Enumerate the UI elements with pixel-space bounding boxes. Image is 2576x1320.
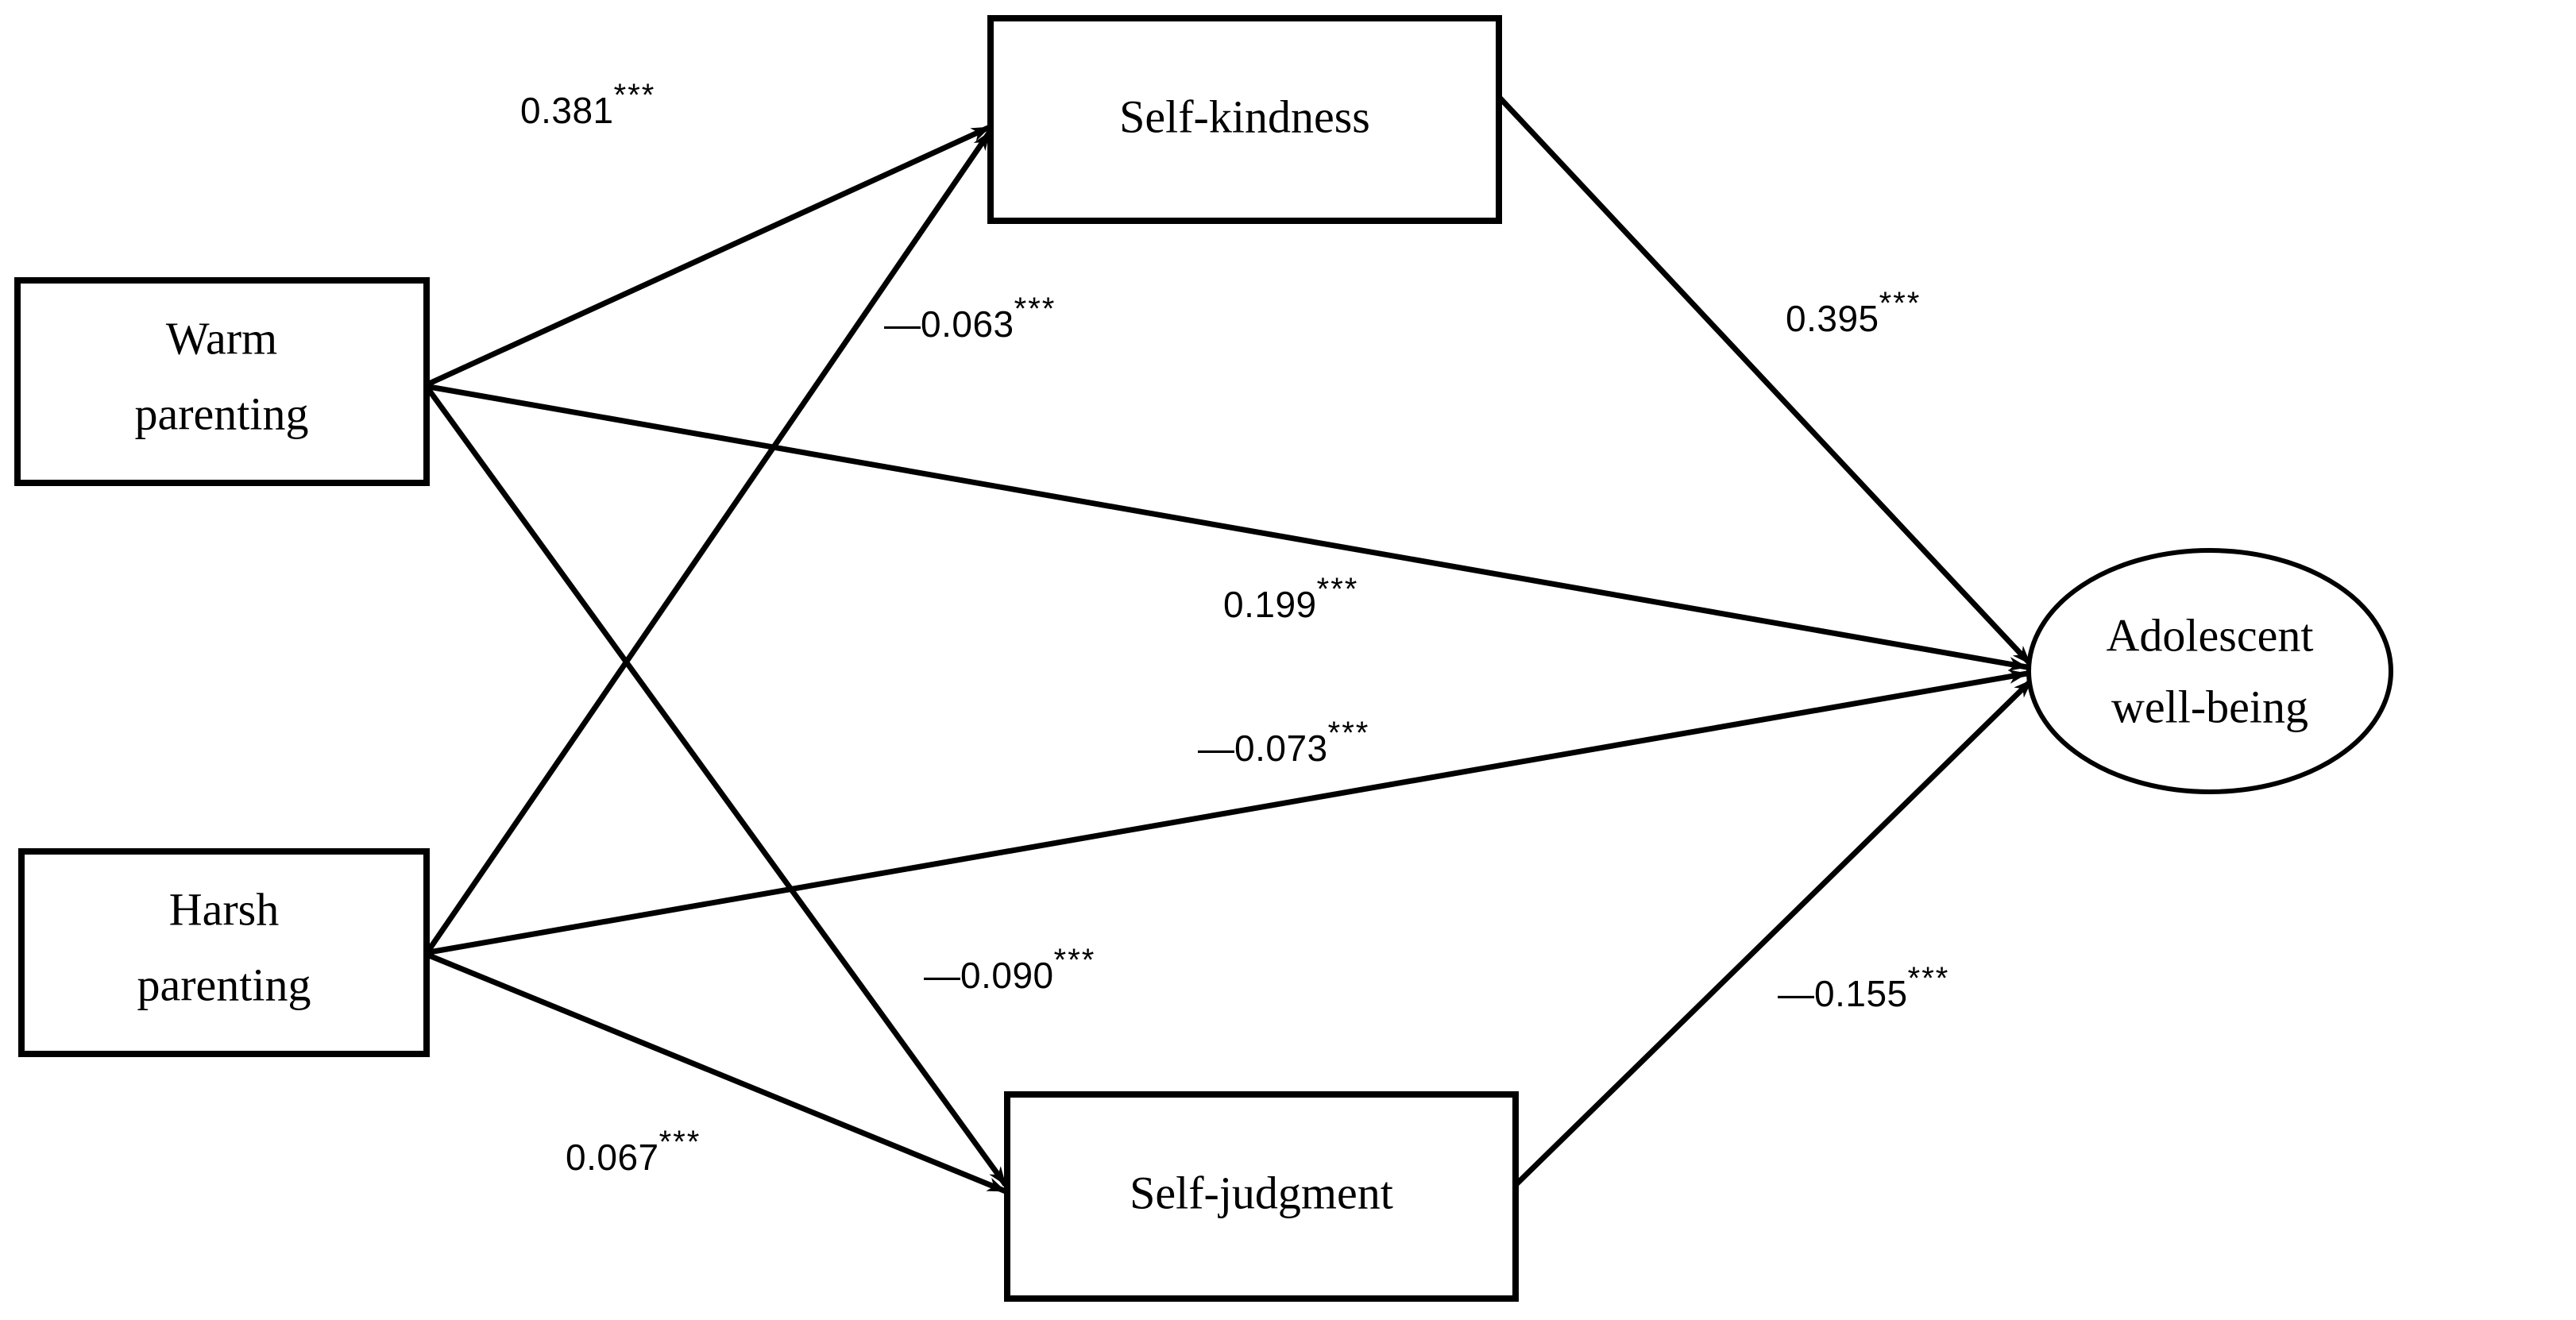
adolescent-wellbeing-label-line2: well-being bbox=[2111, 681, 2308, 732]
harsh-parenting-label-line1: Harsh bbox=[169, 883, 280, 935]
edge-selfkindness-to-wellbeing bbox=[1497, 95, 2033, 666]
warm-parenting-label-line1: Warm bbox=[166, 312, 277, 364]
coef-stars: *** bbox=[1316, 572, 1359, 607]
coef-stars: *** bbox=[658, 1125, 701, 1160]
coef-value: 0.067 bbox=[566, 1137, 659, 1178]
harsh-parenting-label-line2: parenting bbox=[137, 959, 311, 1010]
coef-harsh-to-selfkindness: —0.063*** bbox=[884, 293, 1056, 342]
coef-sign: — bbox=[884, 303, 921, 345]
adolescent-wellbeing-ellipse bbox=[2026, 548, 2393, 794]
coef-stars: *** bbox=[1879, 286, 1921, 321]
coef-warm-to-selfjudgment: —0.090*** bbox=[924, 944, 1095, 994]
node-harsh-parenting: Harsh parenting bbox=[18, 848, 430, 1057]
coef-selfkindness-to-wellbeing: 0.395*** bbox=[1786, 288, 1921, 337]
self-kindness-label: Self-kindness bbox=[1119, 91, 1370, 142]
edge-warm-to-selfkindness bbox=[427, 124, 991, 387]
coef-stars: *** bbox=[1053, 943, 1096, 978]
coef-warm-to-selfkindness: 0.381*** bbox=[520, 79, 655, 129]
coef-value: 0.063 bbox=[921, 303, 1014, 345]
self-judgment-box bbox=[1004, 1091, 1519, 1302]
node-group: Warm parenting Harsh parenting Self-kind… bbox=[14, 15, 2393, 1302]
coef-value: 0.090 bbox=[960, 955, 1054, 996]
coef-stars: *** bbox=[1014, 291, 1056, 326]
coef-value: 0.073 bbox=[1234, 728, 1328, 769]
coef-stars: *** bbox=[1327, 716, 1370, 751]
node-self-judgment: Self-judgment bbox=[1004, 1091, 1519, 1302]
self-judgment-label: Self-judgment bbox=[1130, 1167, 1393, 1218]
coef-value: 0.381 bbox=[520, 90, 614, 131]
coef-stars: *** bbox=[1907, 961, 1950, 996]
coef-harsh-to-wellbeing: —0.073*** bbox=[1198, 717, 1369, 766]
coef-value: 0.199 bbox=[1223, 584, 1317, 625]
adolescent-wellbeing-label-line1: Adolescent bbox=[2107, 609, 2314, 661]
coef-value: 0.155 bbox=[1814, 973, 1908, 1014]
harsh-parenting-box bbox=[18, 848, 430, 1057]
edge-selfjudgment-to-wellbeing bbox=[1513, 677, 2034, 1187]
coef-stars: *** bbox=[613, 78, 656, 113]
coef-warm-to-wellbeing: 0.199*** bbox=[1223, 573, 1358, 623]
node-self-kindness: Self-kindness bbox=[987, 15, 1502, 224]
coef-selfjudgment-to-wellbeing: —0.155*** bbox=[1778, 963, 1949, 1012]
edge-harsh-to-selfjudgment bbox=[427, 952, 1007, 1195]
coef-sign: — bbox=[1778, 973, 1814, 1014]
edge-harsh-to-wellbeing bbox=[428, 670, 2028, 955]
coef-sign: — bbox=[924, 955, 960, 996]
edge-warm-to-selfjudgment bbox=[427, 388, 1008, 1187]
self-kindness-box bbox=[987, 15, 1502, 224]
edge-warm-to-wellbeing bbox=[428, 384, 2028, 671]
warm-parenting-label-line2: parenting bbox=[134, 388, 308, 439]
coef-value: 0.395 bbox=[1786, 298, 1879, 339]
node-warm-parenting: Warm parenting bbox=[14, 277, 430, 486]
edge-group bbox=[427, 95, 2034, 1195]
coef-sign: — bbox=[1198, 728, 1234, 769]
coef-harsh-to-selfjudgment: 0.067*** bbox=[566, 1126, 701, 1175]
warm-parenting-box bbox=[14, 277, 430, 486]
node-adolescent-wellbeing: Adolescent well-being bbox=[2026, 548, 2393, 794]
edge-harsh-to-selfkindness bbox=[427, 130, 992, 951]
